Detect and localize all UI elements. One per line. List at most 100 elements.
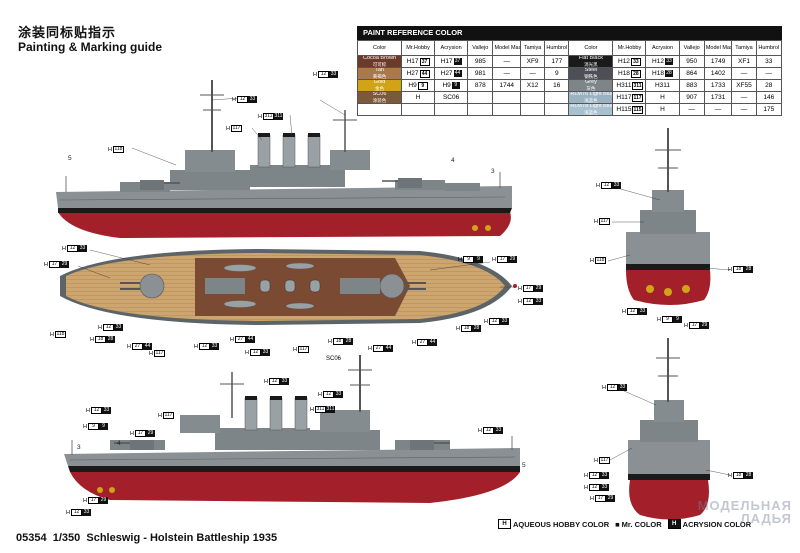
front-view xyxy=(626,128,711,305)
cell-vallejo: — xyxy=(678,103,705,116)
part-number-3-b: 3 xyxy=(77,444,81,451)
deck-plan-view xyxy=(60,249,517,325)
part-number-3-a: 3 xyxy=(491,168,495,175)
column-header-humbrol: Humbrol xyxy=(755,40,783,56)
hull-red-upper xyxy=(58,212,511,238)
cell-humbrol: 146 xyxy=(755,91,783,104)
paint-table-title: PAINT REFERENCE COLOR xyxy=(357,26,782,40)
column-header-acrysion: Acrysion xyxy=(645,40,680,56)
product-code: 05354 xyxy=(16,532,47,544)
empty-cell xyxy=(467,103,494,116)
product-name: Schleswig - Holstein Battleship 1935 xyxy=(86,532,278,544)
column-header-model-master: Model Master xyxy=(703,40,733,56)
rear-view xyxy=(628,338,710,520)
part-number-4-a: 4 xyxy=(451,157,455,164)
side-profile-lower xyxy=(64,355,520,503)
empty-cell xyxy=(519,103,546,116)
column-header-tamiya: Tamiya xyxy=(731,40,757,56)
legend-mr-color: ■Mr. COLOR xyxy=(615,519,662,529)
column-header-vallejo: Vallejo xyxy=(678,40,705,56)
side-profile-upper xyxy=(56,80,512,238)
product-footer: 05354 1/350 Schleswig - Holstein Battles… xyxy=(16,532,277,544)
empty-cell xyxy=(356,103,403,116)
column-header-tamiya: Tamiya xyxy=(519,40,546,56)
title-english: Painting & Marking guide xyxy=(18,40,163,54)
label-sc06: SC06 xyxy=(326,356,342,362)
column-header-color: Color xyxy=(356,40,403,56)
part-number-5-b: 5 xyxy=(522,462,526,469)
cell-tamiya: XF9 xyxy=(519,55,546,68)
part-number-5-a: 5 xyxy=(68,155,72,162)
cell-humbrol: 175 xyxy=(755,103,783,116)
product-scale: 1/350 xyxy=(52,532,81,544)
title-chinese: 涂装同标贴指示 xyxy=(18,25,117,40)
part-number-4-b: 4 xyxy=(117,440,121,447)
column-header-model-master: Model Master xyxy=(492,40,521,56)
